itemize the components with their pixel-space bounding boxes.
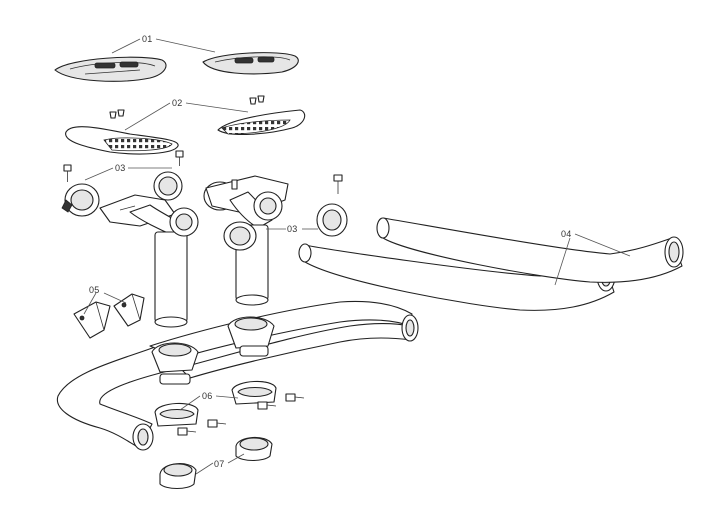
armrest-pad-left [54,56,167,82]
clamp-ring-left [61,183,100,217]
callout-02: 02 [172,98,183,108]
base-bar [56,301,419,451]
armrest-plate-right [217,95,306,135]
bolt-top-mid [175,150,184,166]
lower-clamp-left [154,402,227,436]
stem-left [99,194,199,328]
callout-06: 06 [202,391,213,401]
callout-07: 07 [214,459,225,469]
shim-right [113,293,145,327]
clamp-ring-mid [153,171,183,201]
armrest-pad-right [202,52,299,75]
extension-bar-back [376,217,684,283]
clamp-ring-right [316,203,348,237]
callout-01: 01 [142,34,153,44]
callout-03-right: 03 [287,224,298,234]
bolt-top-left [63,164,72,182]
lower-clamp-right [231,380,305,410]
bolt-top-right [333,174,343,194]
armrest-plate-left [65,109,179,155]
end-cap-right [235,436,273,462]
callout-03-upper: 03 [115,163,126,173]
callout-05: 05 [89,285,100,295]
shim-left [73,301,111,339]
stem-right [203,175,289,306]
end-cap-left [159,463,197,490]
callout-04: 04 [561,229,572,239]
